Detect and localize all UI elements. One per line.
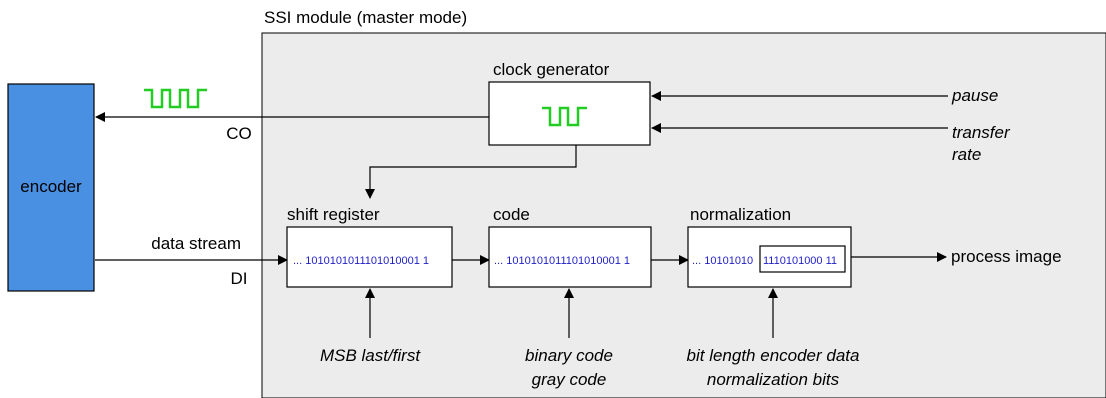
clock-to-shift-line — [365, 145, 577, 199]
normalization-bits-boxed: 1110101000 11 — [763, 255, 837, 267]
clock-wave-icon — [542, 106, 587, 127]
normalization-title: normalization — [690, 205, 791, 224]
di-label: DI — [231, 269, 248, 288]
code-note-binary: binary code — [525, 346, 613, 365]
clock-generator-title: clock generator — [493, 60, 610, 79]
msb-note: MSB last/first — [320, 346, 421, 365]
code-title: code — [493, 205, 530, 224]
module-title: SSI module (master mode) — [264, 8, 467, 27]
ssi-module-panel — [261, 32, 1106, 398]
normalization-note-bitlength: bit length encoder data — [687, 346, 860, 365]
encoder-block — [7, 83, 95, 292]
normalization-note-bits: normalization bits — [707, 370, 840, 389]
transfer-label: transfer — [952, 123, 1011, 142]
normalization-block — [687, 226, 852, 288]
clock-generator-block — [488, 81, 651, 146]
co-label: CO — [226, 124, 252, 143]
co-wave-icon — [144, 88, 207, 109]
pause-label: pause — [951, 86, 998, 105]
shift-register-bits: ... 1010101011101010001 1 — [293, 255, 429, 267]
code-block — [488, 226, 652, 288]
normalization-bits-prefix: ... 10101010 — [692, 255, 753, 267]
code-note-gray: gray code — [532, 370, 607, 389]
shift-register-block — [286, 226, 453, 288]
output-label: process image — [951, 247, 1062, 266]
normalization-bits-frame — [759, 245, 846, 273]
rate-label: rate — [952, 145, 981, 164]
code-bits: ... 1010101011101010001 1 — [494, 255, 630, 267]
data-stream-label: data stream — [151, 234, 241, 253]
shift-register-title: shift register — [287, 205, 380, 224]
encoder-label: encoder — [20, 177, 82, 196]
